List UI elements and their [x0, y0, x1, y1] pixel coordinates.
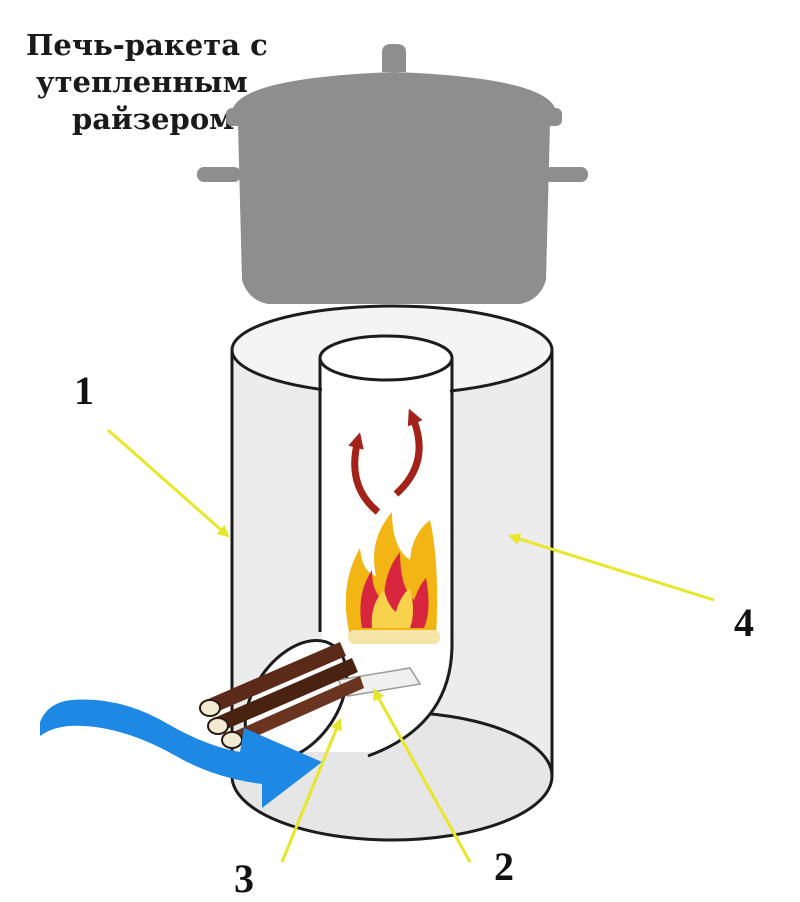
riser-right-wall	[367, 358, 454, 758]
pot-handle-right	[544, 167, 588, 182]
cooking-pot	[197, 44, 588, 304]
riser-top-ellipse	[318, 334, 454, 382]
callout-label-4: 4	[734, 600, 754, 645]
title-line-2: утепленным	[36, 65, 248, 99]
callout-arrow-2	[372, 688, 472, 863]
log-3	[224, 676, 364, 748]
blue-airflow-arrow-icon	[40, 699, 322, 808]
flame-base-glow	[348, 630, 440, 644]
callout-arrow-1	[107, 428, 230, 538]
pot-handle-left	[197, 167, 241, 182]
pot-rim	[226, 108, 562, 126]
log-end-3	[221, 731, 243, 749]
fire-flame-icon	[345, 512, 440, 644]
title-line-1: Печь-ракета с	[26, 28, 268, 62]
pot-lid	[232, 72, 556, 112]
fuel-feed	[199, 638, 422, 762]
log-2	[214, 658, 358, 732]
callout-arrow-4	[508, 533, 715, 602]
pot-lid-knob	[382, 44, 406, 72]
hot-gas-arrow-right	[393, 408, 423, 497]
callout-label-1: 1	[74, 368, 94, 413]
title-line-3: райзером	[72, 102, 234, 136]
log-end-2	[207, 717, 229, 735]
callout-label-3: 3	[234, 856, 254, 901]
callout-label-2: 2	[494, 844, 514, 889]
log-end-1	[199, 699, 221, 717]
callout-arrow-3	[280, 718, 342, 863]
flame-core	[371, 588, 413, 628]
wood-logs	[199, 642, 364, 749]
pot-body	[238, 124, 550, 304]
hot-gas-arrows-icon	[348, 408, 423, 515]
callout-arrows	[107, 428, 715, 863]
log-1	[206, 642, 346, 714]
hot-gas-arrow-left	[348, 432, 381, 515]
